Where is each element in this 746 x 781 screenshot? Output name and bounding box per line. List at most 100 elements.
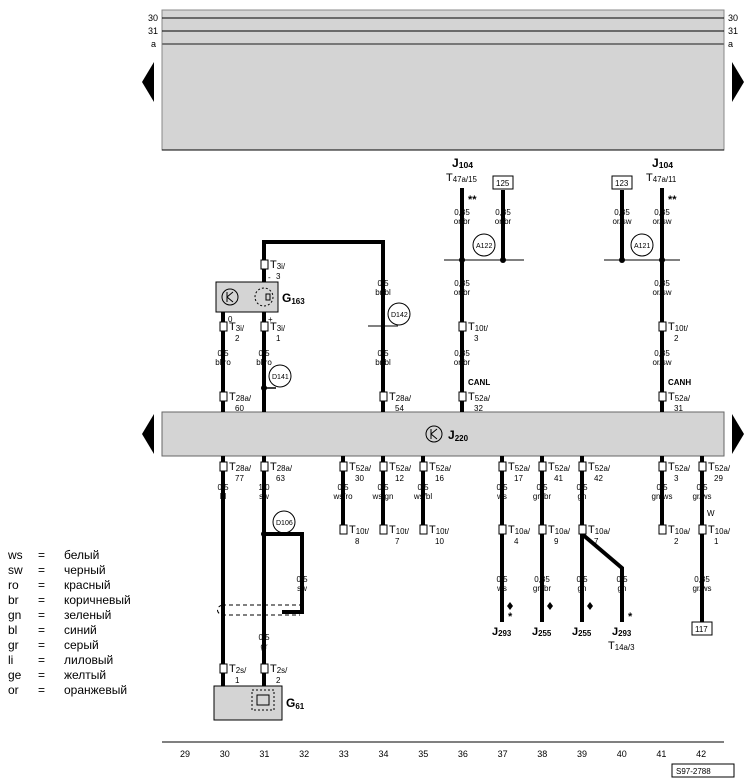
connector-label: T28a/ xyxy=(270,461,293,473)
connector-label: T52a/ xyxy=(588,461,611,473)
device-label: J255 xyxy=(572,626,592,638)
wire-size: 1,0 xyxy=(258,483,270,492)
connector xyxy=(260,663,269,674)
wire-size: 0,5 xyxy=(258,349,270,358)
connector-pin: 29 xyxy=(714,474,723,483)
connector xyxy=(419,524,428,535)
connector-label: T52a/ xyxy=(548,461,571,473)
connector-icon xyxy=(219,391,228,402)
legend-row: li=лиловый xyxy=(8,653,131,668)
j104-right-label: J104 xyxy=(652,156,673,170)
connector-icon xyxy=(698,524,707,535)
wire-color: or/sw xyxy=(652,358,671,367)
connector xyxy=(339,524,348,535)
column-number: 40 xyxy=(617,749,627,759)
column-number: 35 xyxy=(418,749,428,759)
wire-size: 0,5 xyxy=(417,483,429,492)
top-bus-area xyxy=(161,9,725,151)
legend-code: ws xyxy=(8,548,23,562)
wire-color: or/br xyxy=(454,288,471,297)
legend-row: sw=черный xyxy=(8,563,131,578)
column-number: 36 xyxy=(458,749,468,759)
legend-row: ro=красный xyxy=(8,578,131,593)
j104-left-label: J104 xyxy=(452,156,473,170)
box-125 xyxy=(492,175,514,190)
transistor-icon xyxy=(425,425,443,443)
connector-icon xyxy=(498,524,507,535)
connector-icon xyxy=(419,524,428,535)
connector-icon xyxy=(219,321,228,332)
connector-pin: 77 xyxy=(235,474,244,483)
connector-pin: 2 xyxy=(276,676,281,685)
legend-eq: = xyxy=(38,623,46,637)
connector-icon xyxy=(658,524,667,535)
connector-label: T52a/ xyxy=(468,391,491,403)
wire-color: gn xyxy=(578,492,587,501)
legend-row: gr=серый xyxy=(8,638,131,653)
connector-label: T10a/ xyxy=(548,524,571,536)
connector-icon xyxy=(538,524,547,535)
connector-icon xyxy=(419,461,428,472)
connector xyxy=(538,461,547,472)
wire-size: 0,5 xyxy=(377,483,389,492)
connector-label: T10a/ xyxy=(588,524,611,536)
connector-pin: 60 xyxy=(235,404,244,413)
connector-label: T3i/ xyxy=(270,259,286,271)
legend-code: gn xyxy=(8,608,22,622)
connector-icon xyxy=(339,461,348,472)
legend-name: оранжевый xyxy=(64,683,128,697)
connector xyxy=(379,391,388,402)
legend-name: синий xyxy=(64,623,97,637)
j220-right-arrow-icon xyxy=(732,414,744,454)
wire-color: ws/ro xyxy=(332,492,353,501)
connector-pin: 2 xyxy=(674,334,679,343)
wire-color: ws xyxy=(496,584,507,593)
connector-label: T10t/ xyxy=(429,524,450,536)
t14-label: T14a/3 xyxy=(608,640,635,652)
legend-row: gn=зеленый xyxy=(8,608,131,623)
left-arrow-icon xyxy=(142,62,154,102)
box-117 xyxy=(691,621,713,636)
legend-eq: = xyxy=(38,638,46,652)
wire-color: or/sw xyxy=(652,217,671,226)
legend-code: or xyxy=(8,683,19,697)
connector-icon xyxy=(219,461,228,472)
legend-name: зеленый xyxy=(64,608,112,622)
connector-icon xyxy=(538,461,547,472)
device-label: J255 xyxy=(532,626,552,638)
connector-pin: 30 xyxy=(355,474,364,483)
connector-pin: 7 xyxy=(395,537,400,546)
column-number: 31 xyxy=(259,749,269,759)
wire-size: 0,5 xyxy=(377,279,389,288)
connector-pin: 63 xyxy=(276,474,285,483)
wire-color: or/br xyxy=(454,217,471,226)
wire-size: 0,35 xyxy=(654,279,670,288)
j220-unit xyxy=(161,411,725,457)
g163-element-icon xyxy=(254,287,274,307)
g61-label: G61 xyxy=(286,696,305,711)
connector-pin: 16 xyxy=(435,474,444,483)
connector-icon xyxy=(260,321,269,332)
column-number: 41 xyxy=(656,749,666,759)
svg-text:A121: A121 xyxy=(634,243,650,250)
connector-label: T52a/ xyxy=(389,461,412,473)
legend-code: li xyxy=(8,653,14,667)
connector-label: T52a/ xyxy=(708,461,731,473)
connector xyxy=(658,461,667,472)
connector xyxy=(339,461,348,472)
connector-label: T52a/ xyxy=(508,461,531,473)
g163-pin-plus: + xyxy=(268,315,273,324)
connector xyxy=(658,321,667,332)
column-number: 29 xyxy=(180,749,190,759)
connector-icon xyxy=(658,321,667,332)
connector-pin: 8 xyxy=(355,537,360,546)
j220-label: J220 xyxy=(448,428,469,443)
wire-size: 0,5 xyxy=(217,349,229,358)
legend-eq: = xyxy=(38,653,46,667)
connector-pin: 3 xyxy=(474,334,479,343)
wire-color: bl xyxy=(220,492,226,501)
legend-name: желтый xyxy=(64,668,107,682)
svg-text:D106: D106 xyxy=(276,520,293,527)
